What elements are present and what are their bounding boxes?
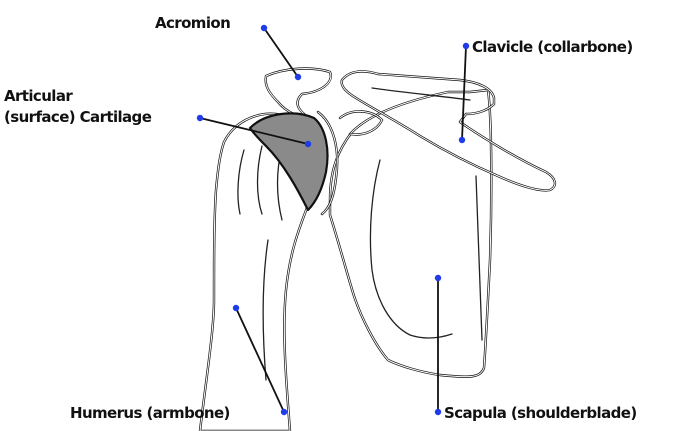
label-clavicle: Clavicle (collarbone) xyxy=(472,38,633,56)
clavicle-target-dot xyxy=(459,137,465,143)
clavicle-shape xyxy=(342,72,555,191)
scapula-marker-dot xyxy=(435,409,441,415)
articular-cartilage xyxy=(250,113,328,210)
articular-target-dot xyxy=(305,141,311,147)
acromion-target-dot xyxy=(295,74,301,80)
label-articular-line1: Articular xyxy=(4,87,72,105)
label-acromion: Acromion xyxy=(155,14,230,32)
clavicle-marker-dot xyxy=(463,43,469,49)
label-articular-line2: (surface) Cartilage xyxy=(4,108,151,126)
marker-dots xyxy=(197,25,469,415)
scapula-target-dot xyxy=(435,275,441,281)
label-humerus: Humerus (armbone) xyxy=(70,404,230,422)
leader-acromion xyxy=(264,28,298,77)
leader-humerus xyxy=(236,308,284,412)
articular-marker-dot xyxy=(197,115,203,121)
scapula-shape xyxy=(330,90,491,377)
humerus-target-dot xyxy=(233,305,239,311)
acromion-marker-dot xyxy=(261,25,267,31)
label-scapula: Scapula (shoulderblade) xyxy=(444,404,637,422)
humerus-marker-dot xyxy=(281,409,287,415)
leader-lines xyxy=(200,28,466,412)
